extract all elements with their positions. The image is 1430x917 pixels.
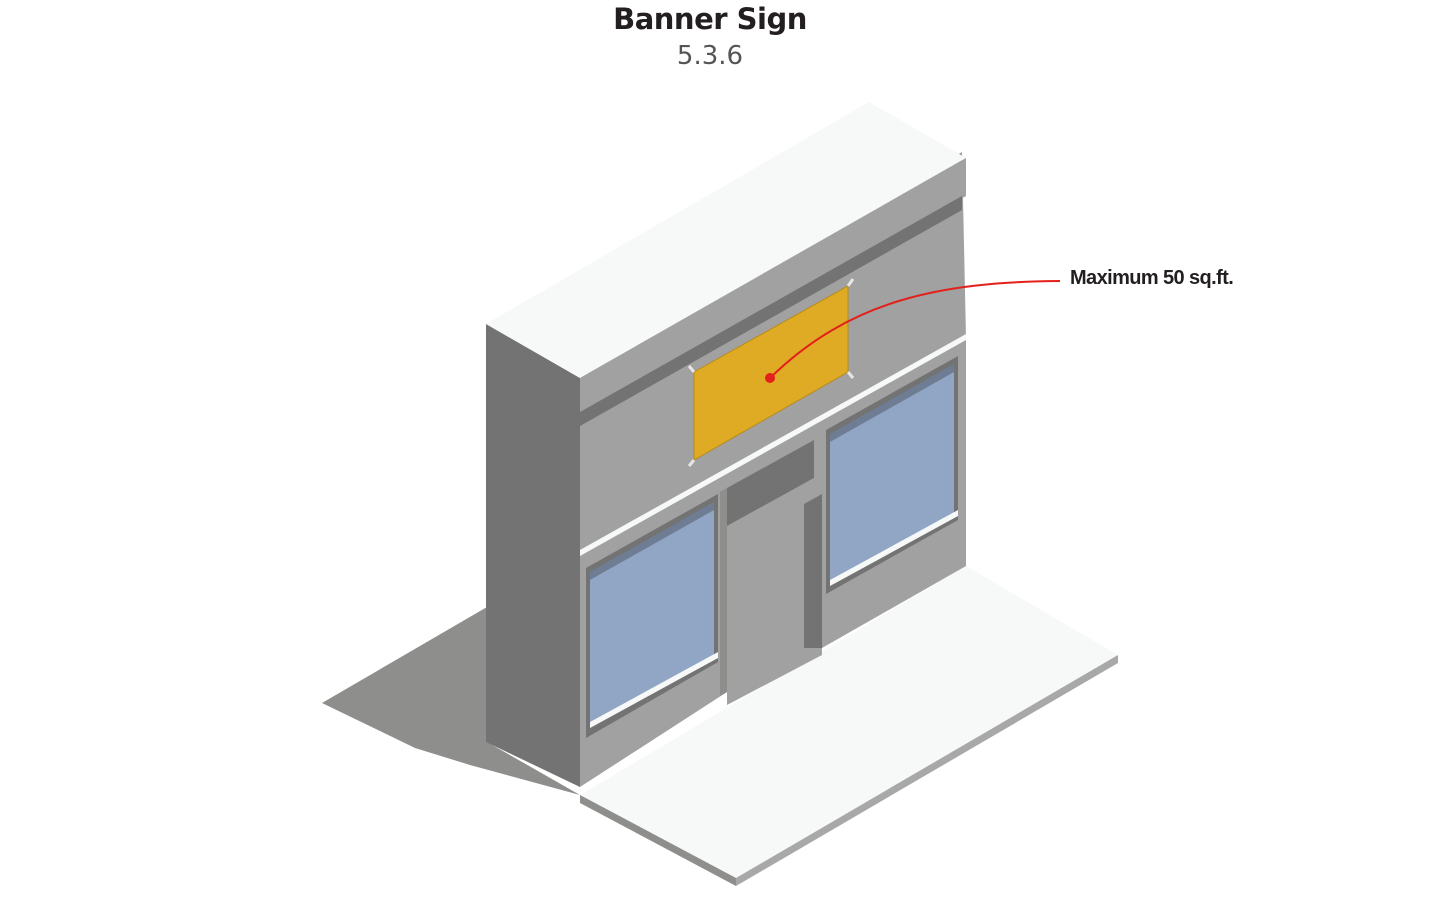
roof-top bbox=[486, 102, 966, 378]
diagram-title: Banner Sign bbox=[613, 2, 807, 36]
entry-door bbox=[727, 504, 804, 692]
callout-label: Maximum 50 sq.ft. bbox=[1070, 267, 1234, 289]
parapet-front bbox=[580, 158, 966, 416]
left-window-sill bbox=[590, 652, 718, 728]
sidewalk-top bbox=[580, 566, 1118, 878]
callout-dot bbox=[765, 373, 775, 383]
storefront-trim bbox=[580, 334, 966, 556]
entry-transom bbox=[727, 440, 814, 526]
right-window-head bbox=[830, 364, 954, 442]
ground-shadow bbox=[322, 607, 580, 795]
diagram-section-number: 5.3.6 bbox=[676, 41, 744, 71]
banner-tie-top-left bbox=[687, 365, 696, 373]
right-window-sill bbox=[830, 510, 958, 586]
cornice-shadow bbox=[580, 196, 962, 426]
entry-jamb-right bbox=[804, 494, 822, 648]
entry-door-recess bbox=[727, 478, 814, 538]
banner-tie-top-right bbox=[846, 278, 855, 287]
left-window-head bbox=[590, 502, 714, 580]
entry-jamb-left bbox=[720, 488, 727, 696]
callout-leader-line bbox=[769, 280, 1061, 379]
sidewalk-front-edge bbox=[736, 655, 1118, 886]
building-side-wall bbox=[486, 324, 580, 787]
sidewalk-left-edge bbox=[580, 795, 736, 886]
banner-tie-bottom-left bbox=[687, 459, 696, 467]
banner-tie-bottom-right bbox=[846, 371, 855, 379]
